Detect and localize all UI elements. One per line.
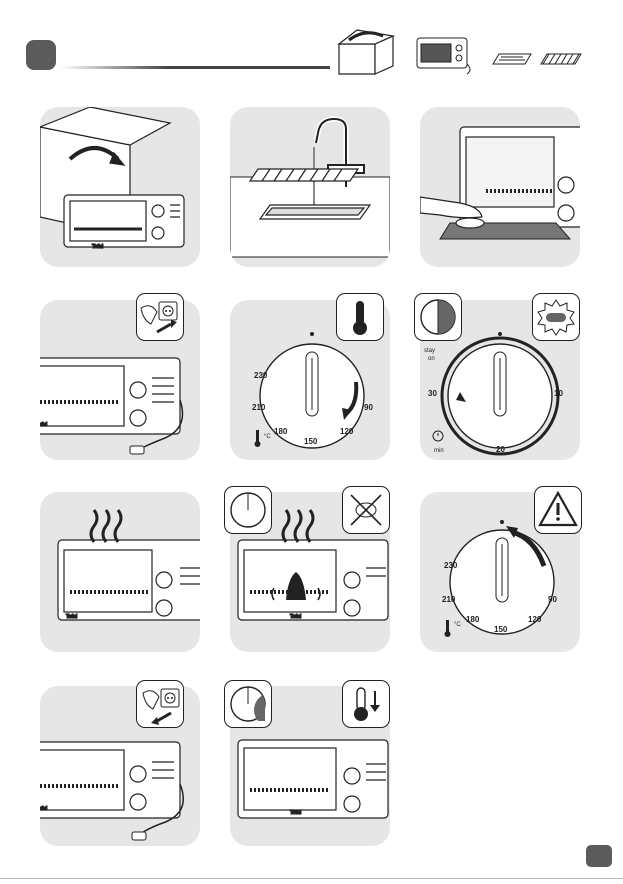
temp-mark: 120: [340, 427, 354, 436]
indicator-light-badge: [532, 293, 580, 341]
thermometer-icon: [255, 430, 261, 447]
plug-socket-icon: [137, 294, 183, 340]
timer-on-label: on: [428, 356, 435, 362]
header-rule: [60, 66, 330, 69]
heat-waves-icon: [283, 510, 313, 542]
brand-label: Tefal: [92, 244, 104, 250]
temp-mark: 230: [444, 561, 458, 570]
cooling-badge: [342, 680, 390, 728]
timer-unit: min: [434, 448, 444, 454]
contents-illustration: [335, 24, 605, 76]
temp-mark: 120: [528, 615, 542, 624]
unplug-socket-badge: [136, 680, 184, 728]
toaster-oven-icon: Tefal: [40, 742, 180, 818]
cross-icon: [343, 487, 389, 533]
step-clean-crumb-tray: [420, 107, 580, 267]
temp-mark: 180: [274, 427, 288, 436]
toaster-oven-icon: Tefal: [238, 540, 388, 620]
half-clock-icon: [415, 294, 461, 340]
clock-icon: [225, 487, 271, 533]
half-timer-badge: [414, 293, 462, 341]
thermometer-icon: [445, 620, 451, 637]
warning-icon: [535, 487, 581, 533]
full-clock-badge: [224, 486, 272, 534]
section-marker: [26, 40, 56, 70]
wire-rack-icon: [250, 169, 358, 181]
timer-mark: 20: [496, 445, 505, 454]
brand-label: Tefal: [40, 806, 48, 812]
no-touch-badge: [342, 486, 390, 534]
open-box-icon: [339, 30, 393, 74]
temp-unit: °C: [454, 622, 461, 628]
plug-in-socket-badge: [136, 293, 184, 341]
brand-label: Tefal: [66, 614, 78, 620]
temp-mark: 90: [548, 595, 557, 604]
temp-mark: 90: [364, 403, 373, 412]
baking-tray-icon: [493, 54, 531, 64]
temp-mark: 150: [304, 437, 318, 446]
timer-mark: 30: [428, 389, 437, 398]
temp-mark: 180: [466, 615, 480, 624]
heat-waves-icon: [91, 510, 121, 542]
clock-icon: [225, 681, 271, 727]
step-preheat: Tefal: [40, 492, 200, 652]
wire-rack-icon: [541, 54, 581, 64]
page-number-marker: [586, 845, 612, 867]
step-wash-accessories: [230, 107, 390, 267]
stopwatch-icon: [433, 431, 443, 441]
plug-socket-icon: [137, 681, 183, 727]
toaster-oven-icon: Tefal: [238, 740, 388, 818]
toaster-oven-icon: Tefal: [40, 358, 180, 434]
toaster-oven-icon: Tefal: [64, 195, 184, 250]
light-on-icon: [533, 294, 579, 340]
temp-mark: 210: [252, 403, 266, 412]
toaster-oven-icon: [417, 38, 470, 74]
warning-badge: [534, 486, 582, 534]
brand-label: Tefal: [40, 422, 48, 428]
quarter-clock-badge: [224, 680, 272, 728]
brand-label: Tefal: [290, 614, 302, 620]
temp-mark: 210: [442, 595, 456, 604]
thermometer-down-icon: [343, 681, 389, 727]
baking-tray-icon: [260, 205, 370, 219]
timer-mark: 10: [554, 389, 563, 398]
timer-stay-label: stay: [424, 348, 435, 354]
thermometer-icon: [337, 294, 383, 340]
toaster-oven-icon: Tefal: [58, 540, 200, 620]
brand-label: Tefal: [290, 810, 302, 816]
temp-mark: 150: [494, 625, 508, 634]
temperature-badge: [336, 293, 384, 341]
temp-unit: °C: [264, 434, 271, 440]
step-unpack: Tefal: [40, 107, 200, 267]
footer-rule: [0, 878, 623, 879]
temp-mark: 230: [254, 371, 268, 380]
